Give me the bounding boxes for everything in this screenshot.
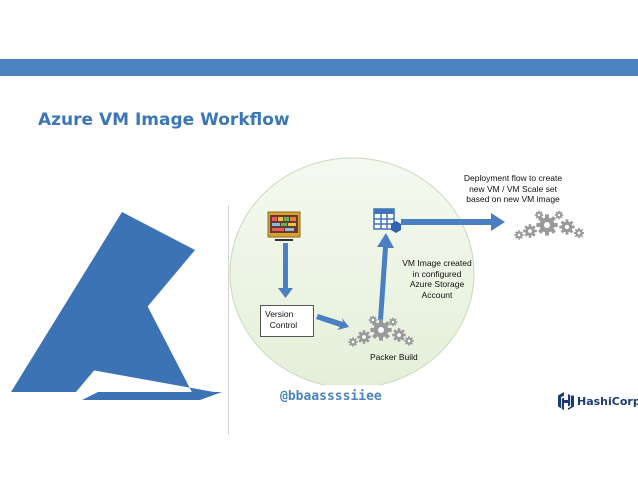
deployment-label: Deployment flow to create new VM / VM Sc… [463,173,563,204]
arrow-version-control-to-packer [316,314,349,330]
version-control-box: Version Control [260,305,314,337]
code-editor-icon [267,211,301,241]
arrow-packer-to-storage [377,233,394,320]
vm-image-label: VM Image created in configured Azure Sto… [402,258,472,300]
arrow-storage-to-deployment [401,213,505,231]
twitter-handle: @bbaassssiiee [280,389,382,404]
version-control-label: Version Control [265,309,298,330]
azure-logo-icon [11,212,222,400]
arrow-editor-to-version-control [278,243,293,298]
hashicorp-logo-icon [558,392,574,410]
hashicorp-brand: HashiCorp [558,392,638,410]
packer-build-label: Packer Build [370,352,418,362]
divider-line [228,205,229,435]
brand-name: HashiCorp [577,394,638,408]
storage-table-icon [373,208,401,233]
header-band [0,59,638,76]
slide-title: Azure VM Image Workflow [38,110,290,130]
gear-cluster-icon [514,210,585,240]
